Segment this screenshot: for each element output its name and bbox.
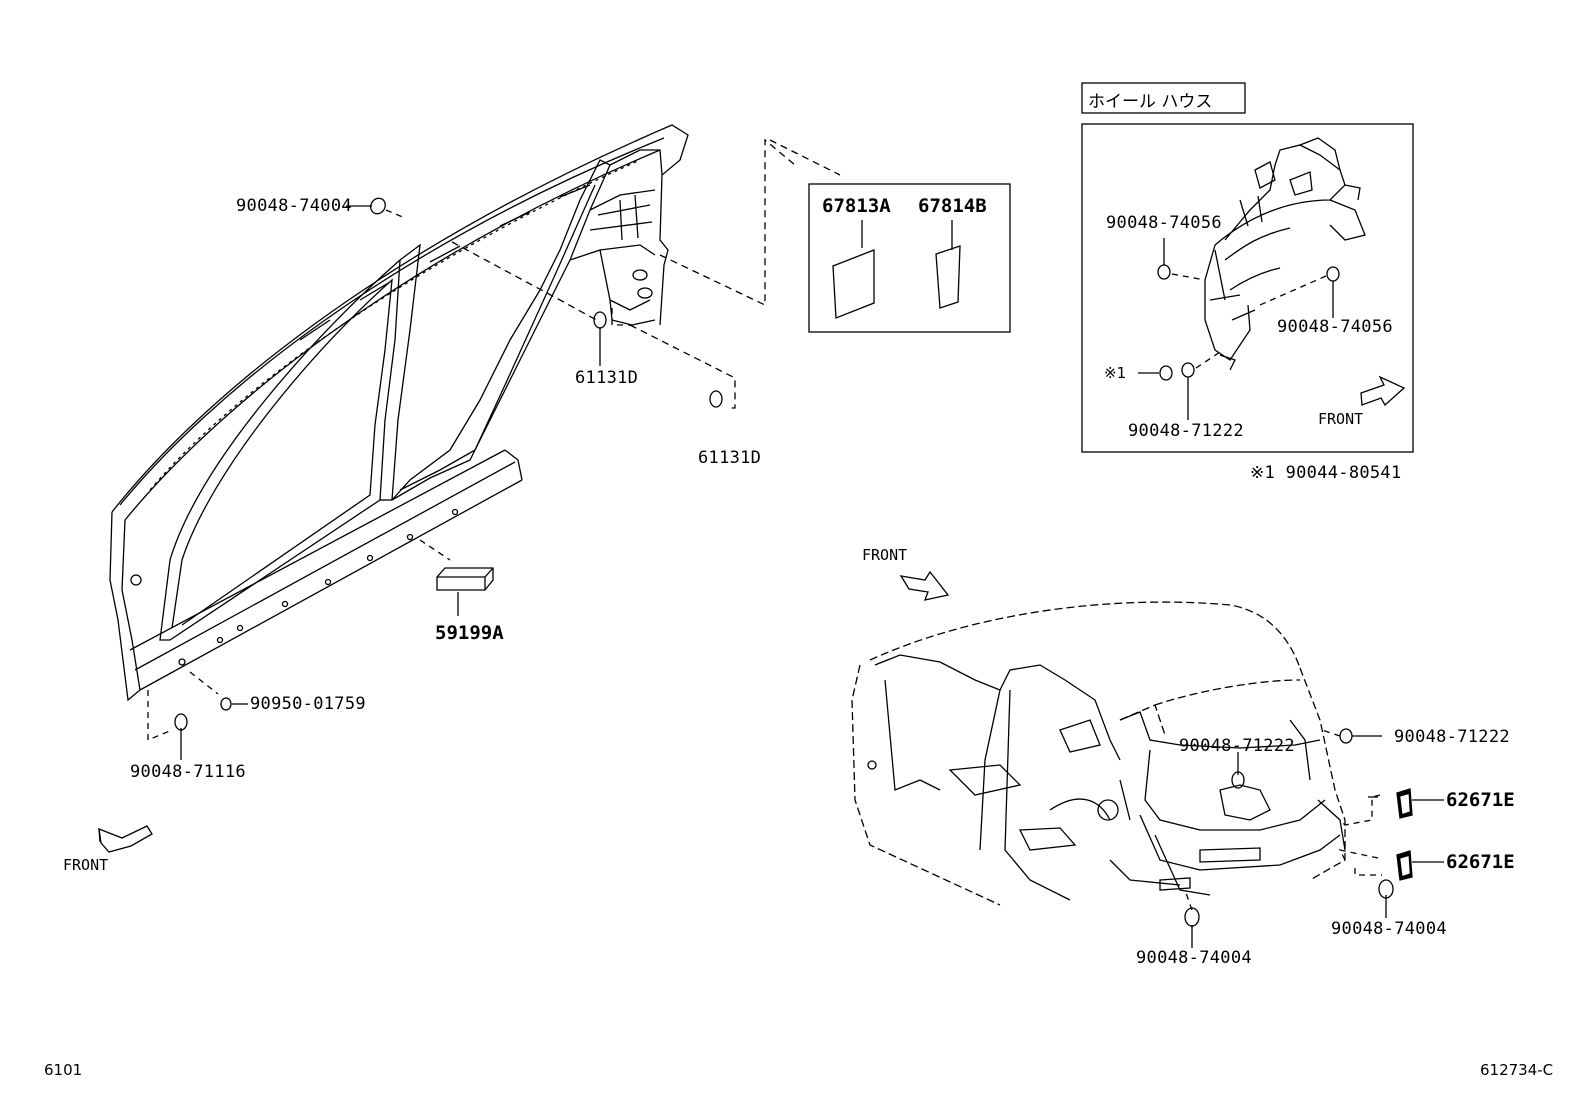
wheel-house-title: ホイール ハウス	[1088, 92, 1213, 112]
rear-body-detail	[867, 654, 1346, 901]
illustration-id: 612734-C	[1480, 1061, 1554, 1079]
wheel-house-footnote: ※1 90044-80541	[1250, 463, 1402, 483]
part-label-62671E-b: 62671E	[1446, 851, 1515, 873]
rear-body-shell	[851, 601, 1346, 906]
front-arrow-rear	[899, 570, 950, 601]
wheel-house-box	[1081, 82, 1414, 453]
front-label-wheel-house: FRONT	[1318, 410, 1364, 428]
part-label-59199A: 59199A	[435, 622, 504, 644]
part-label-90048-74004-top: 90048-74004	[236, 196, 352, 216]
plug-shapes-rear	[1184, 728, 1413, 927]
front-label-rear: FRONT	[862, 546, 908, 564]
part-label-wh-90048-71222: 90048-71222	[1128, 421, 1244, 441]
part-label-wh-90048-74056-a: 90048-74056	[1106, 213, 1222, 233]
figure-code: 6101	[44, 1061, 83, 1079]
plug-shapes-left	[174, 197, 723, 731]
part-label-90950-01759: 90950-01759	[250, 694, 366, 714]
part-label-wh-90048-74056-b: 90048-74056	[1277, 317, 1393, 337]
label-box	[808, 183, 1011, 333]
part-label-61131D-b: 61131D	[698, 448, 762, 468]
wheel-house-callout-mark: ※1	[1104, 364, 1127, 382]
leader-lines-left	[147, 138, 841, 760]
part-label-90048-71116: 90048-71116	[130, 762, 246, 782]
part-label-rear-90048-74004-bottom: 90048-74004	[1136, 948, 1252, 968]
body-side-outer-panel	[109, 124, 689, 702]
part-label-rear-90048-71222-inner: 90048-71222	[1179, 736, 1295, 756]
part-label-rear-90048-71222-outer: 90048-71222	[1394, 727, 1510, 747]
part-label-62671E-a: 62671E	[1446, 789, 1515, 811]
front-arrow-left	[98, 825, 153, 853]
part-label-67813A: 67813A	[822, 195, 891, 217]
part-label-67814B: 67814B	[918, 195, 987, 217]
part-label-rear-90048-74004-right: 90048-74004	[1331, 919, 1447, 939]
leader-lines-rear	[1184, 729, 1444, 948]
front-label-left: FRONT	[63, 856, 109, 874]
part-label-61131D-a: 61131D	[575, 368, 639, 388]
